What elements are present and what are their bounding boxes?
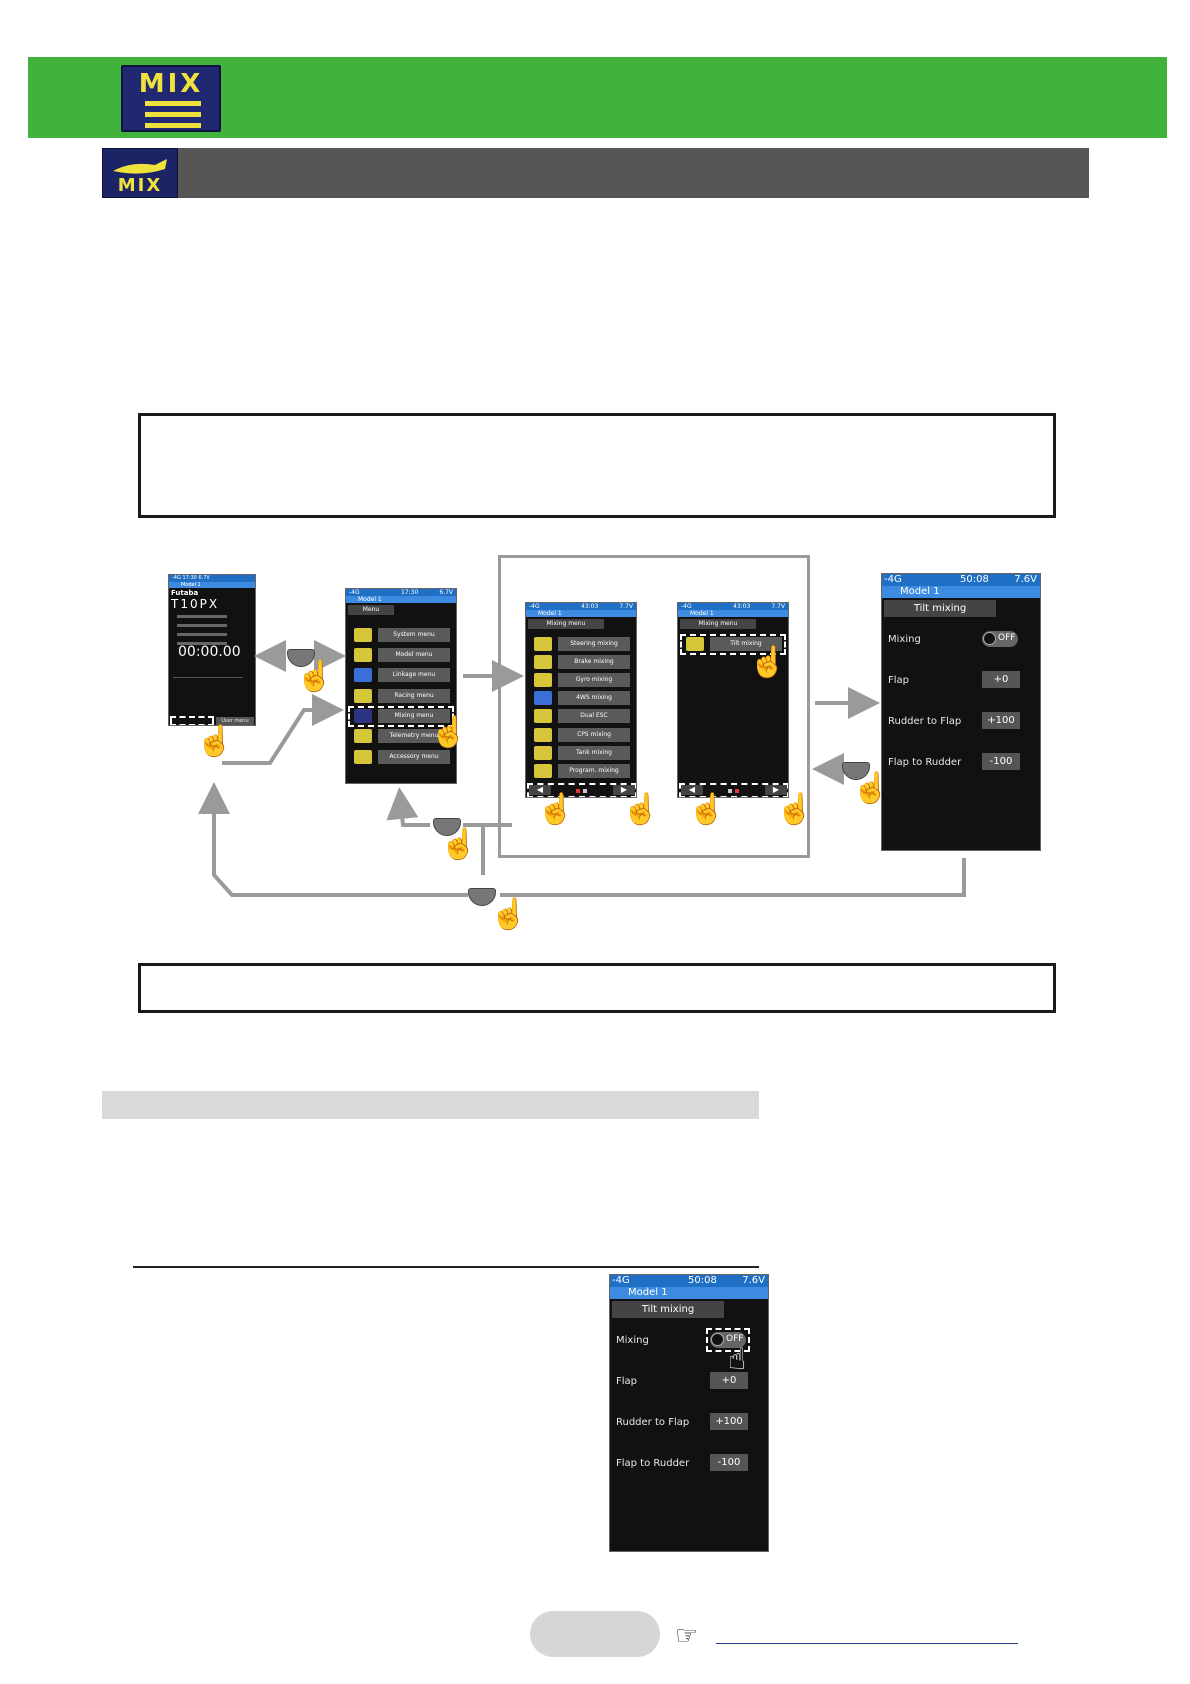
rudder-to-flap-value[interactable]: +100 [982, 712, 1020, 729]
mixing-menu-screen-2: -4G 43:03 7.7V Model 1 Mixing menu Tilt … [677, 602, 789, 798]
model-icon [354, 648, 372, 662]
menu-item-steering-mixing[interactable]: Steering mixing [530, 636, 632, 652]
tap-hand-icon: ☝ [296, 660, 334, 693]
tap-hand-icon: ☝ [776, 793, 814, 826]
mixing-menu-frame [498, 555, 810, 858]
menu-item-gyro-mixing[interactable]: Gyro mixing [530, 672, 632, 688]
section-title-bar [102, 148, 1089, 198]
prev-page-button[interactable]: ◀ [529, 785, 551, 795]
note-box-bottom [138, 963, 1056, 1013]
flap-value[interactable]: +0 [710, 1372, 748, 1389]
user-menu-button[interactable]: User menu [216, 717, 254, 725]
tap-hand-icon: ☝ [440, 828, 478, 861]
mixing-menu-screen-1: -4G 43:03 7.7V Model 1 Mixing menu Steer… [525, 602, 637, 798]
menu-item-mixing[interactable]: Mixing menu [350, 708, 452, 724]
mixing-icon [354, 709, 372, 723]
page-indicator [735, 789, 739, 793]
menu-item-tank-mixing[interactable]: Tank mixing [530, 745, 632, 761]
menu-item-racing[interactable]: Racing menu [350, 688, 452, 704]
linkage-icon [354, 668, 372, 682]
menu-item-brake-mixing[interactable]: Brake mixing [530, 654, 632, 670]
menu-item-program-mixing[interactable]: Program. mixing [530, 763, 632, 779]
menu-item-model[interactable]: Model menu [350, 647, 452, 663]
tilt-mixing-screen-large: -4G 50:08 7.6V Model 1 Tilt mixing Mixin… [609, 1274, 769, 1552]
page-number-pill [530, 1611, 660, 1657]
product-text: T10PX [171, 597, 220, 611]
menu-screen: -4G 17:30 6.7V Model 1 Menu System menu … [345, 588, 457, 784]
racing-icon [354, 689, 372, 703]
mix-logo-text: MIX [138, 69, 204, 99]
note-box-top [138, 413, 1056, 518]
telemetry-icon [354, 729, 372, 743]
next-page-button[interactable]: ▶ [765, 785, 787, 795]
menu-item-cps-mixing[interactable]: CPS mixing [530, 727, 632, 743]
tap-hand-icon: ☝ [622, 793, 660, 826]
mix-logo: MIX [121, 65, 221, 132]
tilt-mixing-screen: -4G 50:08 7.6V Model 1 Tilt mixing Mixin… [881, 573, 1041, 851]
tap-hand-icon: ☝ [430, 716, 468, 749]
subsection-bar [102, 1091, 759, 1119]
system-icon [354, 628, 372, 642]
horizontal-rule [133, 1266, 759, 1268]
tap-hand-icon: ☝ [688, 793, 726, 826]
boat-logo-text: MIX [117, 175, 163, 196]
brand-text: Futaba [171, 589, 199, 597]
menu-item-tilt-mixing[interactable]: Tilt mixing [682, 636, 784, 652]
boat-icon [113, 159, 167, 174]
pointing-hand-icon: ☞ [675, 1620, 699, 1650]
flap-value[interactable]: +0 [982, 671, 1020, 688]
tap-hand-icon: ☝ [490, 898, 528, 931]
reference-link-line[interactable] [716, 1643, 1018, 1644]
rudder-to-flap-value[interactable]: +100 [710, 1413, 748, 1430]
mixing-toggle[interactable]: OFF [710, 1332, 746, 1348]
page-indicator [576, 789, 580, 793]
tap-hand-icon: ☝ [196, 725, 234, 758]
accessory-icon [354, 750, 372, 764]
flap-to-rudder-value[interactable]: -100 [710, 1454, 748, 1471]
menu-item-accessory[interactable]: Accessory menu [350, 749, 452, 765]
boat-mix-logo: MIX [102, 148, 178, 198]
next-page-button[interactable]: ▶ [613, 785, 635, 795]
tap-hand-icon: ☝ [537, 793, 575, 826]
menu-item-telemetry[interactable]: Telemetry menu [350, 728, 452, 744]
mixing-toggle[interactable]: OFF [982, 631, 1018, 647]
prev-page-button[interactable]: ◀ [681, 785, 703, 795]
menu-item-system[interactable]: System menu [350, 627, 452, 643]
menu-item-4ws-mixing[interactable]: 4WS mixing [530, 690, 632, 706]
tap-hand-icon: ☝ [728, 1342, 747, 1377]
timer-display: 00:00.00 [178, 644, 241, 660]
menu-item-dual-esc[interactable]: Dual ESC [530, 708, 632, 724]
flow-arrows [198, 640, 966, 897]
flap-to-rudder-value[interactable]: -100 [982, 753, 1020, 770]
tap-hand-icon: ☝ [749, 646, 787, 679]
tap-hand-icon: ☝ [852, 772, 890, 805]
menu-item-linkage[interactable]: Linkage menu [350, 667, 452, 683]
